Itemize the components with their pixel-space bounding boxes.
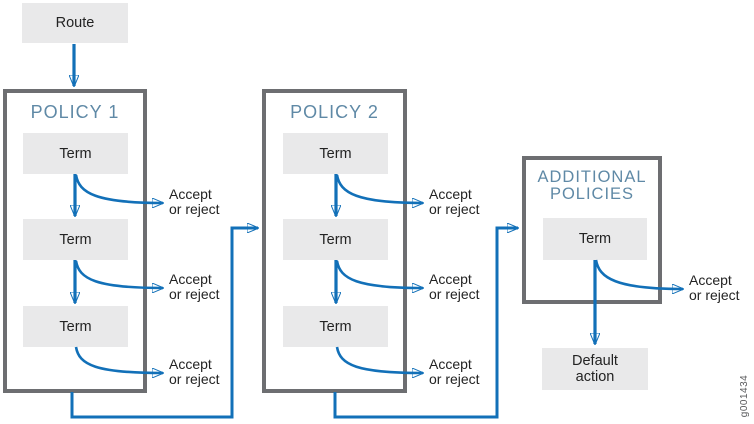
accept-reject-label-p2-3: Accept or reject: [429, 357, 480, 387]
or-reject-line: or reject: [429, 371, 480, 387]
additional-policies-title: ADDITIONAL POLICIES: [526, 169, 658, 203]
or-reject-line: or reject: [169, 201, 220, 217]
term-label: Term: [319, 145, 352, 162]
policy1-term-2: Term: [23, 219, 128, 260]
accept-line: Accept: [429, 186, 472, 202]
accept-line: Accept: [689, 272, 732, 288]
accept-reject-label-p1-3: Accept or reject: [169, 357, 220, 387]
route-label: Route: [55, 15, 95, 31]
or-reject-line: or reject: [429, 201, 480, 217]
default-action-line2: action: [575, 369, 615, 385]
policy2-title: POLICY 2: [290, 102, 379, 122]
accept-line: Accept: [169, 271, 212, 287]
policy1-box: POLICY 1 Term Term Term: [3, 89, 147, 393]
or-reject-line: or reject: [689, 287, 740, 303]
additional-policies-box: ADDITIONAL POLICIES Term: [522, 156, 662, 304]
term-label: Term: [59, 231, 92, 248]
policy2-box: POLICY 2 Term Term Term: [262, 89, 407, 393]
policy1-title: POLICY 1: [30, 102, 120, 122]
policy2-term-3: Term: [283, 306, 388, 347]
additional-policies-term-1: Term: [543, 218, 647, 260]
accept-reject-label-p1-2: Accept or reject: [169, 272, 220, 302]
accept-reject-label-ap: Accept or reject: [689, 273, 740, 303]
term-label: Term: [578, 231, 612, 247]
policy1-term-3: Term: [23, 306, 128, 347]
accept-reject-label-p2-2: Accept or reject: [429, 272, 480, 302]
accept-line: Accept: [429, 271, 472, 287]
additional-policies-title-line1: ADDITIONAL: [537, 168, 647, 186]
additional-policies-title-line2: POLICIES: [549, 185, 635, 203]
figure-id: g001434: [739, 374, 750, 418]
accept-line: Accept: [169, 356, 212, 372]
policy2-term-2: Term: [283, 219, 388, 260]
route-box: Route: [22, 3, 128, 43]
term-label: Term: [59, 145, 92, 162]
default-action-line1: Default: [572, 353, 618, 369]
policy1-term-1: Term: [23, 133, 128, 174]
or-reject-line: or reject: [169, 286, 220, 302]
term-label: Term: [319, 231, 352, 248]
or-reject-line: or reject: [429, 286, 480, 302]
default-action-box: Default action: [542, 348, 648, 390]
policy2-term-1: Term: [283, 133, 388, 174]
accept-line: Accept: [429, 356, 472, 372]
term-label: Term: [319, 318, 352, 335]
term-label: Term: [59, 318, 92, 335]
or-reject-line: or reject: [169, 371, 220, 387]
accept-reject-label-p1-1: Accept or reject: [169, 187, 220, 217]
accept-line: Accept: [169, 186, 212, 202]
accept-reject-label-p2-1: Accept or reject: [429, 187, 480, 217]
